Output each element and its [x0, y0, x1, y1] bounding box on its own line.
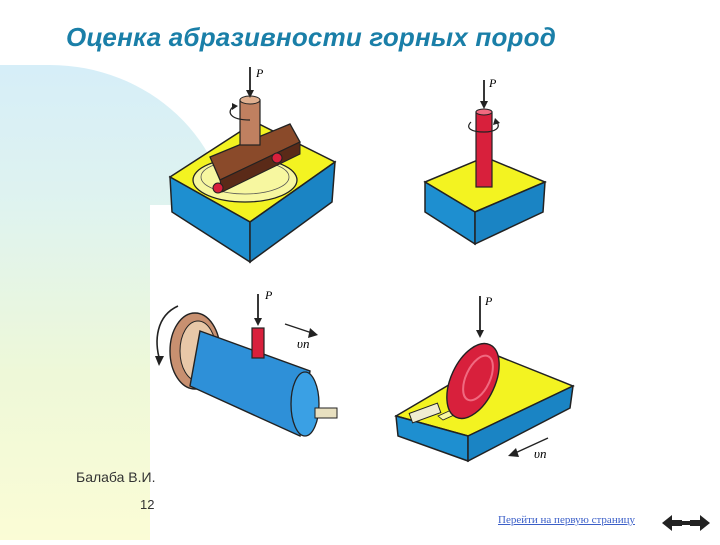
load-label-2: P — [489, 76, 497, 90]
load-label-3: P — [265, 288, 273, 302]
figure-wheel-test: P υn — [388, 286, 578, 466]
figure-rotating-disk-test: P — [160, 62, 360, 267]
return-arrow-icon — [662, 515, 710, 531]
first-page-link[interactable]: Перейти на первую страницу — [498, 514, 635, 526]
slide-title: Оценка абразивности горных пород — [66, 22, 556, 52]
feed-velocity-label-4: υn — [534, 446, 547, 461]
feed-velocity-label-3: υn — [297, 336, 310, 351]
load-label-1: P — [256, 66, 264, 80]
return-button[interactable] — [660, 510, 712, 536]
page-number: 12 — [140, 497, 155, 512]
author-name: Балаба В.И. — [76, 469, 156, 485]
load-label-4: P — [485, 294, 493, 308]
figure-rotating-rod-test: P — [415, 72, 555, 247]
figure-drum-cutter-test: P υn — [150, 286, 350, 446]
